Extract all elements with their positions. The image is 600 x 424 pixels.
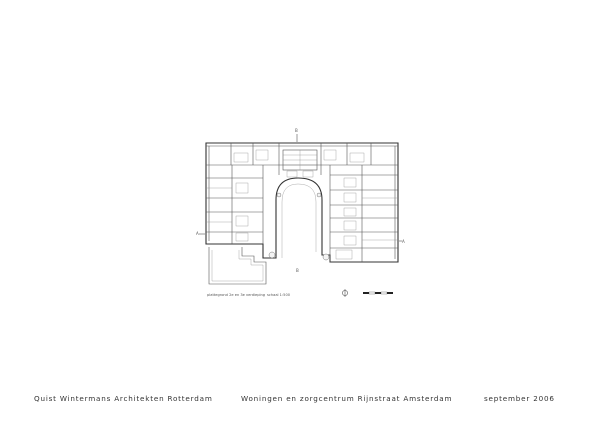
site-outline [208,247,267,285]
drawing-scale: schaal 1:500 [267,293,291,297]
north-arrow-icon [342,289,348,297]
top-wing [206,143,398,178]
footer-project: Woningen en zorgcentrum Rijnstraat Amste… [241,394,453,403]
section-marker-left: A [196,231,199,236]
section-markers: B A A B [196,128,405,273]
courtyard [268,183,330,261]
building-outline [205,142,399,263]
right-wing [329,165,398,262]
scale-bar-icon [363,291,393,295]
drawing-caption: plattegrond 2e en 3e verdieping [207,293,265,297]
left-wing [206,165,264,244]
section-marker-top: B [295,128,298,133]
section-marker-right: A [402,239,405,244]
title-block: Quist Wintermans Architekten Rotterdam W… [0,394,600,408]
section-marker-bottom: B [296,268,299,273]
footer-office: Quist Wintermans Architekten Rotterdam [34,394,213,403]
footer-date: september 2006 [484,394,555,403]
